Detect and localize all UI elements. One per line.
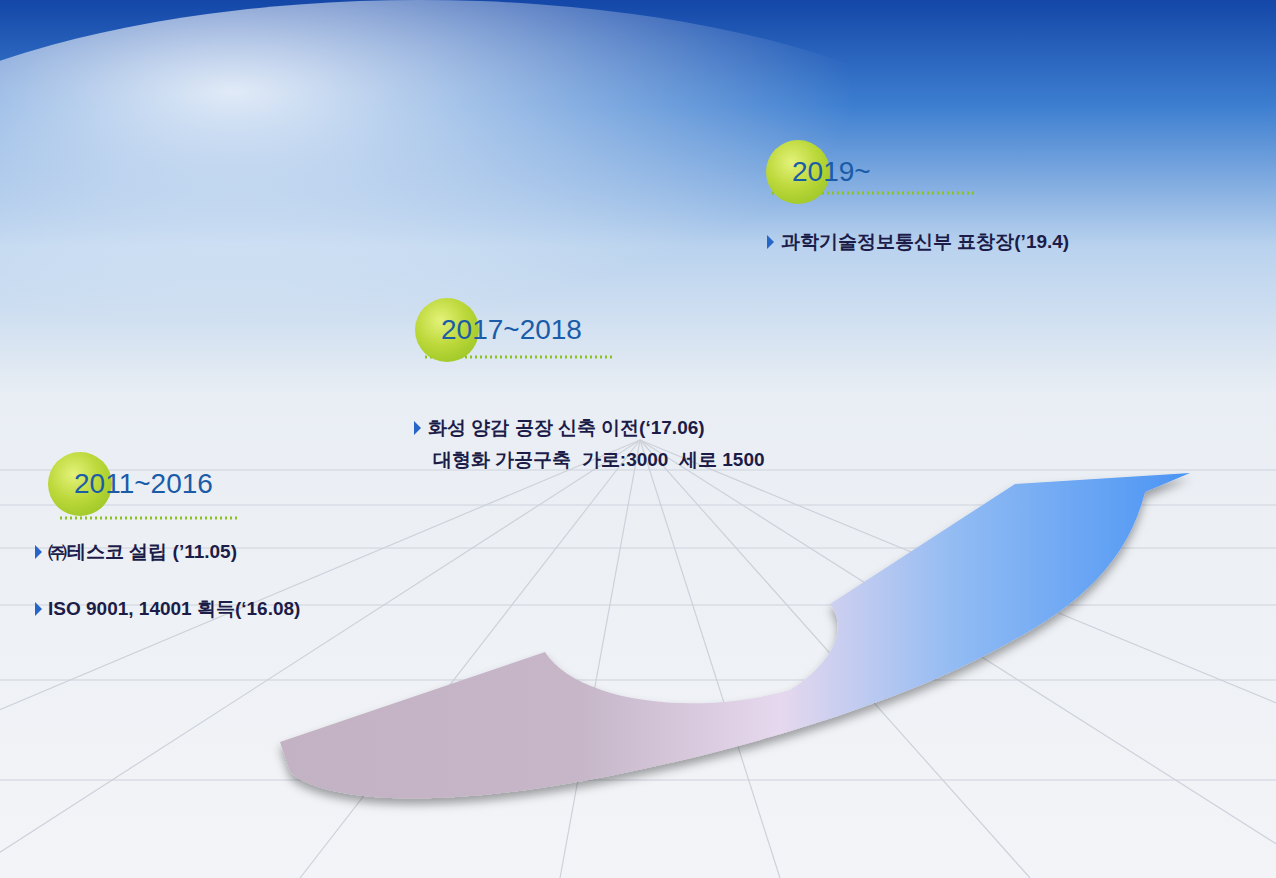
milestone-text: 과학기술정보통신부 표창장(’19.4): [781, 231, 1069, 254]
period-year: 2019~: [792, 158, 871, 186]
milestone-text: 화성 양감 공장 신축 이전(‘17.06): [428, 417, 705, 440]
period-year: 2011~2016: [74, 470, 213, 498]
growth-arrow: [280, 473, 1190, 798]
milestone-text: 대형화 가공구축 가로:3000 세로 1500: [433, 449, 765, 472]
milestone-text: ㈜테스코 설립 (’11.05): [48, 541, 237, 564]
year-badge: 2017~2018: [415, 298, 588, 362]
bullet-triangle: [35, 235, 774, 616]
year-badge: 2019~: [766, 140, 877, 204]
milestone-text: ISO 9001, 14001 획득(‘16.08): [48, 598, 300, 621]
year-badge: 2011~2016: [48, 452, 219, 516]
period-year: 2017~2018: [441, 316, 582, 344]
